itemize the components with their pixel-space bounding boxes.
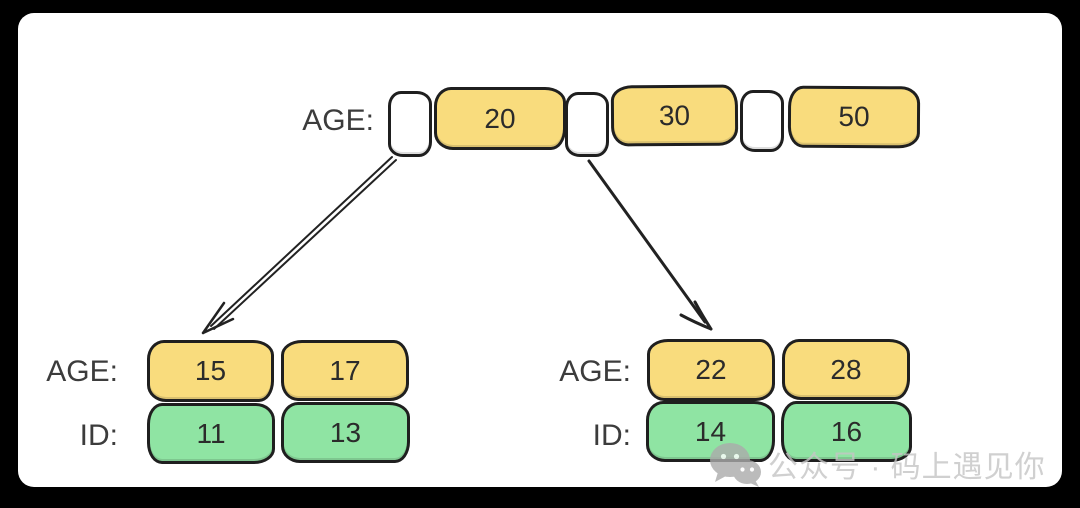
left-age-cell: 15 — [147, 340, 274, 402]
root-key-cell: 50 — [787, 85, 921, 149]
right-age-cell: 28 — [782, 339, 910, 400]
right-age-cell: 22 — [647, 339, 775, 401]
left-age-cell: 17 — [281, 340, 409, 401]
watermark: 公众号 · 码上遇见你 — [706, 436, 1046, 492]
root-key-cell: 30 — [610, 84, 739, 147]
right-node-age-label: AGE: — [559, 355, 631, 388]
root-pointer-cell — [565, 92, 609, 157]
watermark-text: 公众号 · 码上遇见你 — [768, 451, 1046, 484]
right-id-cell: 16 — [781, 401, 912, 462]
left-node-age-label: AGE: — [46, 355, 118, 388]
wechat-icon — [710, 443, 761, 487]
right-node-id-label: ID: — [592, 419, 631, 452]
root-age-label: AGE: — [302, 104, 374, 137]
root-pointer-cell — [388, 91, 432, 157]
left-node-id-label: ID: — [79, 419, 118, 452]
root-key-cell: 20 — [434, 87, 566, 150]
root-pointer-cell — [740, 90, 784, 152]
left-id-cell: 13 — [281, 402, 410, 463]
left-id-cell: 11 — [147, 403, 275, 464]
